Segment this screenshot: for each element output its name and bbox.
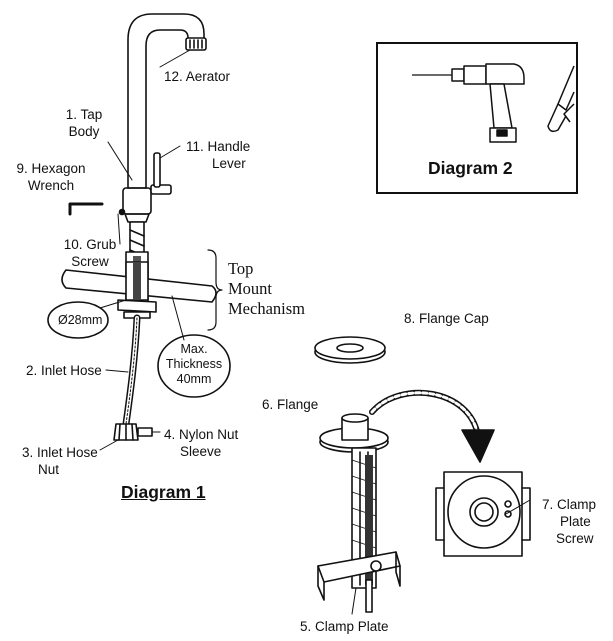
grub-screw-icon: [118, 208, 126, 216]
label-max-thickness: Max. Thickness 40mm: [160, 342, 228, 387]
label-top-mount-line1: Top: [228, 259, 254, 278]
diameter-callout: [47, 301, 109, 339]
label-handle-lever-line1: 11. Handle: [186, 139, 251, 154]
label-hexagon-wrench-line1: 9. Hexagon: [16, 161, 86, 176]
label-clamp-plate: 5. Clamp Plate: [300, 619, 389, 634]
label-inlet-hose: 2. Inlet Hose: [26, 363, 102, 378]
label-clamp-plate-screw: 7. Clamp Plate Screw: [542, 496, 596, 547]
top-mount-bracket: [207, 249, 223, 331]
flange-cap-icon: [314, 336, 386, 364]
label-tap-body: 1. Tap Body: [54, 106, 114, 140]
label-nylon-nut-sleeve: 4. Nylon Nut Sleeve: [164, 426, 238, 460]
inlet-hose: [122, 314, 141, 428]
label-inlet-hose-nut-line2: Nut: [38, 462, 60, 477]
label-top-mount-line2: Mount: [228, 279, 273, 298]
label-grub-screw-line1: 10. Grub: [63, 237, 117, 252]
label-hexagon-wrench: 9. Hexagon Wrench: [8, 160, 94, 194]
label-max-thickness-line2: Thickness: [165, 357, 223, 371]
rotate-arrow-icon: [369, 389, 495, 463]
label-grub-screw: 10. Grub Screw: [50, 236, 130, 270]
aerator-icon: [185, 37, 207, 51]
clamp-top-view: [435, 471, 531, 557]
label-tap-body-line1: 1. Tap: [65, 107, 103, 122]
hexagon-wrench-icon: [68, 202, 104, 216]
label-top-mount-line3: Mechanism: [228, 299, 305, 318]
label-grub-screw-line2: Screw: [71, 254, 109, 269]
clamp-plate-icon: [317, 551, 401, 613]
label-flange-cap: 8. Flange Cap: [404, 311, 489, 326]
label-max-thickness-line3: 40mm: [176, 372, 212, 386]
worktop: [61, 261, 217, 319]
label-top-mount: Top Mount Mechanism: [228, 259, 305, 319]
tap-body: [122, 13, 205, 223]
diagram2-title: Diagram 2: [428, 158, 513, 178]
label-nylon-nut-line1: 4. Nylon Nut: [164, 427, 239, 442]
pliers-icon: [547, 65, 575, 133]
max-thickness-bubble: [157, 334, 231, 398]
label-inlet-hose-nut-line1: 3. Inlet Hose: [22, 445, 98, 460]
label-nylon-nut-line2: Sleeve: [180, 444, 222, 459]
label-flange: 6. Flange: [262, 397, 319, 412]
diagram2-panel: Diagram 2: [376, 42, 578, 194]
label-hexagon-wrench-line2: Wrench: [27, 178, 75, 193]
label-tap-body-line2: Body: [68, 124, 100, 139]
label-handle-lever: 11. Handle Lever: [186, 138, 250, 172]
label-handle-lever-line2: Lever: [212, 156, 246, 171]
label-clamp-plate-screw-line3: Screw: [556, 531, 594, 546]
label-inlet-hose-nut: 3. Inlet Hose Nut: [22, 444, 98, 478]
handle-lever-icon: [150, 152, 172, 195]
label-max-thickness-line1: Max.: [180, 342, 208, 356]
drill-icon: [412, 63, 525, 143]
inlet-hose-nut-icon: [113, 423, 153, 441]
diagram1-title: Diagram 1: [121, 482, 206, 502]
label-diameter: Ø28mm: [58, 313, 103, 327]
label-aerator: 12. Aerator: [164, 69, 231, 84]
label-clamp-plate-screw-line2: Plate: [560, 514, 591, 529]
label-clamp-plate-screw-line1: 7. Clamp: [542, 497, 597, 512]
